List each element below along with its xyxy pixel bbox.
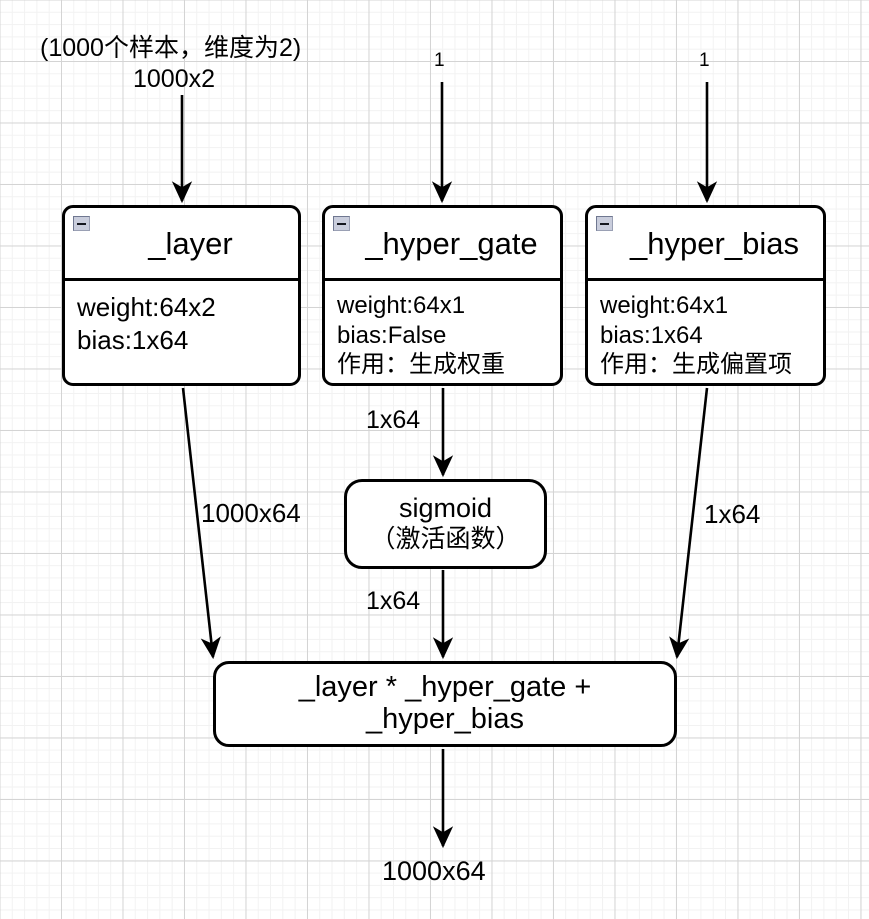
node-hyper-gate[interactable]: _hyper_gate weight:64x1 bias:False 作用：生成… [322,205,563,386]
node-layer-body: weight:64x2 bias:1x64 [65,281,298,383]
sigmoid-output-label: 1x64 [366,587,421,615]
layer-output-label: 1000x64 [201,498,301,528]
node-layer-header: _layer [65,208,298,281]
node-hyper-gate-attr: weight:64x1 [337,292,466,319]
bias-input-label: 1 [699,50,710,71]
input-dimension-label: 1000x2 [133,65,216,93]
node-sigmoid-subtitle: （激活函数） [370,525,521,554]
node-sigmoid-title: sigmoid [398,493,493,524]
node-hyper-bias-body: weight:64x1 bias:1x64 作用：生成偏置项 [588,281,823,383]
node-hyper-bias-header: _hyper_bias [588,208,823,281]
node-layer-title: _layer [148,225,233,261]
node-hyper-bias[interactable]: _hyper_bias weight:64x1 bias:1x64 作用：生成偏… [585,205,826,386]
node-layer[interactable]: _layer weight:64x2 bias:1x64 [62,205,301,386]
hyper-bias-output-label: 1x64 [704,499,761,529]
node-hyper-bias-attr: 作用：生成偏置项 [600,351,792,379]
node-layer-attr: weight:64x2 [77,292,216,322]
edge-hyper-bias-to-result [669,387,709,660]
node-result-text: _layer * _hyper_gate + _hyper_bias [298,671,592,735]
node-hyper-gate-attr: 作用：生成权重 [337,351,505,379]
node-hyper-gate-attr: bias:False [337,321,447,349]
minus-square-icon[interactable] [596,216,613,231]
gate-input-label: 1 [434,50,445,71]
final-output-label: 1000x64 [382,856,486,886]
node-hyper-bias-attr: weight:64x1 [600,292,729,319]
minus-square-icon[interactable] [73,216,90,231]
node-hyper-gate-header: _hyper_gate [325,208,560,281]
node-layer-attr: bias:1x64 [77,325,189,356]
node-result-expression[interactable]: _layer * _hyper_gate + _hyper_bias [213,661,677,747]
minus-square-icon[interactable] [333,216,350,231]
node-hyper-bias-title: _hyper_bias [630,225,799,261]
node-hyper-gate-body: weight:64x1 bias:False 作用：生成权重 [325,281,560,383]
node-hyper-bias-attr: bias:1x64 [600,321,703,349]
node-sigmoid[interactable]: sigmoid （激活函数） [344,479,547,569]
node-hyper-gate-title: _hyper_gate [365,225,538,261]
input-note-label: (1000个样本，维度为2) [40,34,302,62]
gate-output-label: 1x64 [366,406,421,434]
